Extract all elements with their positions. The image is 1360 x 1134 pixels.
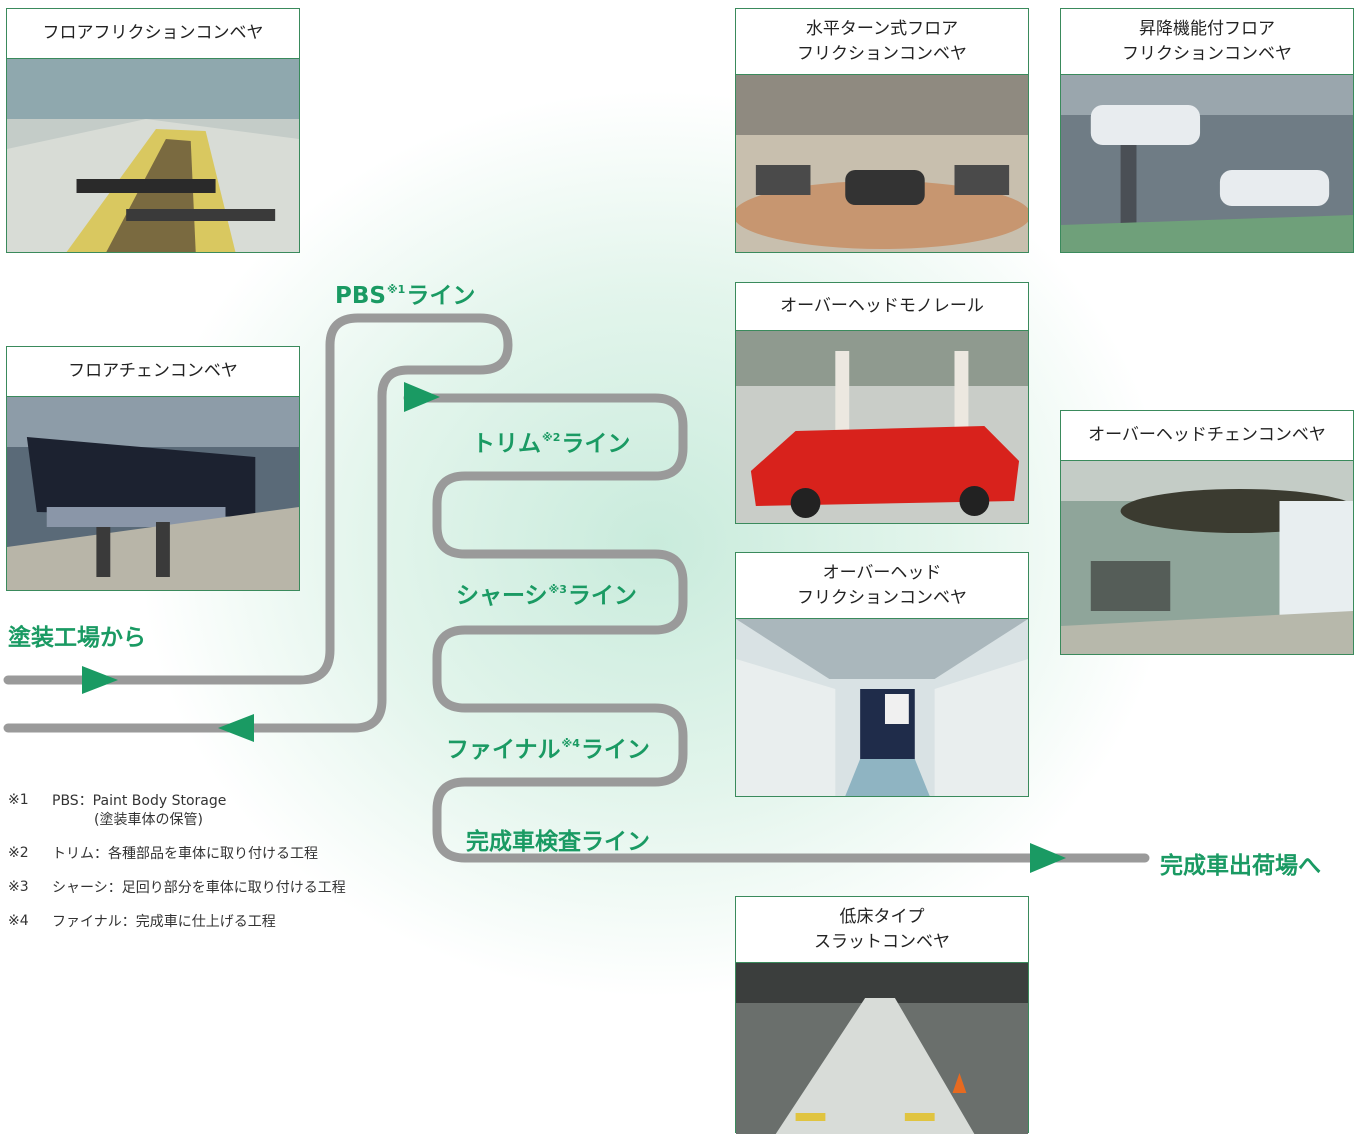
footnote-text: ファイナル：完成車に仕上げる工程	[52, 914, 276, 930]
card-caption: 昇降機能付フロア フリクションコンベヤ	[1061, 9, 1353, 75]
footnote-mark: ※2	[8, 845, 29, 861]
trim-suffix: ライン	[561, 431, 631, 457]
card-overhead-friction-conveyor: オーバーヘッド フリクションコンベヤ	[735, 552, 1029, 797]
chassis-name: シャーシ	[456, 583, 548, 609]
lifting-floor-friction-conveyor-photo	[1061, 75, 1353, 252]
label-pbs-line: PBS※1ライン	[335, 276, 475, 310]
trim-name: トリム	[472, 431, 541, 457]
assembly-track	[403, 393, 1150, 863]
footnote-text: PBS：Paint Body Storage (塗装車体の保管)	[52, 793, 227, 828]
chassis-suffix: ライン	[567, 583, 637, 609]
label-chassis-line: シャーシ※3ライン	[456, 576, 637, 610]
footnote-4: ※4 ファイナル：完成車に仕上げる工程	[8, 913, 346, 932]
card-floor-chain-conveyor: フロアチェンコンベヤ	[6, 346, 300, 591]
footnotes: ※1 PBS：Paint Body Storage (塗装車体の保管) ※2 ト…	[8, 792, 346, 947]
label-to-shipping: 完成車出荷場へ	[1160, 853, 1321, 879]
footnote-text: シャーシ：足回り部分を車体に取り付ける工程	[52, 880, 346, 896]
footnote-2: ※2 トリム：各種部品を車体に取り付ける工程	[8, 845, 346, 864]
footnote-mark: ※3	[8, 879, 29, 895]
card-caption: 水平ターン式フロア フリクションコンベヤ	[736, 9, 1028, 75]
horizontal-turn-floor-friction-conveyor-photo	[736, 75, 1028, 252]
footnote-mark: ※1	[8, 792, 29, 808]
final-note-mark: ※4	[561, 737, 580, 750]
pbs-suffix: ライン	[406, 283, 476, 309]
overhead-friction-conveyor-photo	[736, 619, 1028, 796]
floor-chain-conveyor-photo	[7, 397, 299, 590]
card-horizontal-turn-floor-friction-conveyor: 水平ターン式フロア フリクションコンベヤ	[735, 8, 1029, 253]
final-suffix: ライン	[580, 737, 650, 763]
pbs-note-mark: ※1	[386, 283, 406, 296]
card-caption: オーバーヘッドチェンコンベヤ	[1061, 411, 1353, 461]
label-final-line: ファイナル※4ライン	[446, 730, 650, 764]
label-from-paint-plant: 塗装工場から	[8, 625, 146, 651]
card-caption: フロアフリクションコンベヤ	[7, 9, 299, 59]
card-caption: オーバーヘッド フリクションコンベヤ	[736, 553, 1028, 619]
pbs-name: PBS	[335, 283, 386, 309]
overhead-chain-conveyor-photo	[1061, 461, 1353, 654]
arrow-pbs-exit	[404, 382, 440, 412]
card-overhead-monorail: オーバーヘッドモノレール	[735, 282, 1029, 524]
footnote-3: ※3 シャーシ：足回り部分を車体に取り付ける工程	[8, 879, 346, 898]
footnote-text: トリム：各種部品を車体に取り付ける工程	[52, 846, 318, 862]
card-lifting-floor-friction-conveyor: 昇降機能付フロア フリクションコンベヤ	[1060, 8, 1354, 253]
arrow-outbound	[218, 714, 254, 742]
chassis-note-mark: ※3	[548, 583, 567, 596]
card-caption: フロアチェンコンベヤ	[7, 347, 299, 397]
card-low-floor-slat-conveyor: 低床タイプ スラットコンベヤ	[735, 896, 1029, 1134]
footnote-1: ※1 PBS：Paint Body Storage (塗装車体の保管)	[8, 792, 346, 830]
footnote-mark: ※4	[8, 913, 29, 929]
label-inspection-line: 完成車検査ライン	[466, 829, 650, 855]
floor-friction-conveyor-photo	[7, 59, 299, 252]
label-trim-line: トリム※2ライン	[472, 424, 630, 458]
final-name: ファイナル	[446, 737, 561, 763]
arrow-to-shipping	[1030, 843, 1066, 873]
arrow-inbound	[82, 666, 118, 694]
card-overhead-chain-conveyor: オーバーヘッドチェンコンベヤ	[1060, 410, 1354, 655]
inbound-track	[3, 313, 513, 733]
low-floor-slat-conveyor-photo	[736, 963, 1028, 1134]
card-floor-friction-conveyor: フロアフリクションコンベヤ	[6, 8, 300, 253]
card-caption: オーバーヘッドモノレール	[736, 283, 1028, 331]
overhead-monorail-photo	[736, 331, 1028, 523]
card-caption: 低床タイプ スラットコンベヤ	[736, 897, 1028, 963]
trim-note-mark: ※2	[542, 431, 561, 444]
